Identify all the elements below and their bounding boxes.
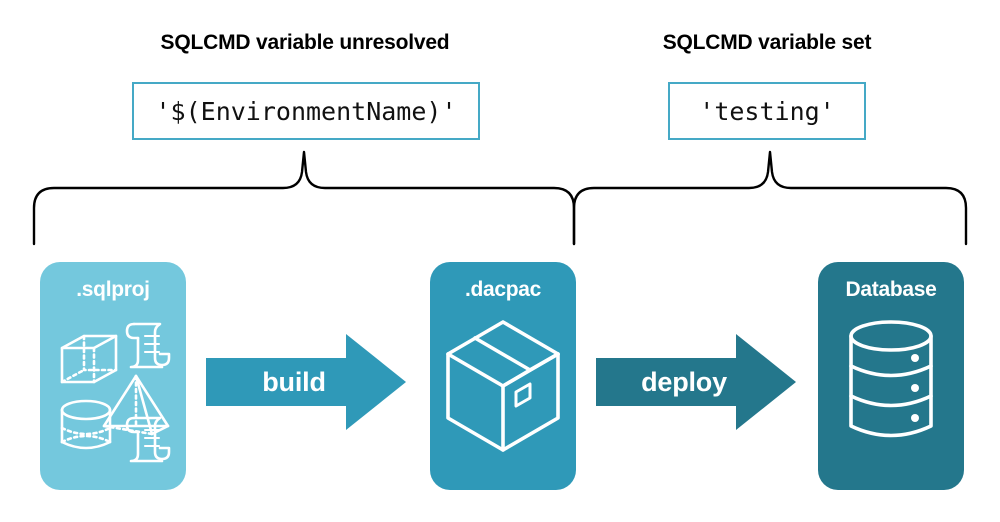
section-heading-unresolved: SQLCMD variable unresolved xyxy=(160,31,450,54)
database-cylinder-icon xyxy=(849,320,933,438)
section-heading-set: SQLCMD variable set xyxy=(662,31,872,54)
code-value-box-set: 'testing' xyxy=(668,82,866,140)
arrow-deploy: deploy xyxy=(596,334,796,430)
card-title-dacpac: .dacpac xyxy=(464,278,542,301)
card-art-dacpac xyxy=(430,314,576,464)
pyramid-wireframe-icon xyxy=(102,374,170,436)
package-box-icon xyxy=(446,320,560,452)
project-shapes-icon xyxy=(60,322,171,463)
curly-brace-left-icon xyxy=(32,150,576,246)
card-art-database xyxy=(818,314,964,454)
scroll-icon xyxy=(125,416,171,463)
card-title-database: Database xyxy=(845,278,937,301)
card-database[interactable]: Database xyxy=(818,262,964,490)
code-value-text-unresolved: '$(EnvironmentName)' xyxy=(155,96,457,126)
arrow-build: build xyxy=(206,334,406,430)
code-value-box-unresolved: '$(EnvironmentName)' xyxy=(132,82,480,140)
cube-wireframe-icon xyxy=(60,334,118,384)
card-art-sqlproj xyxy=(40,314,186,474)
curly-brace-right-icon xyxy=(572,150,968,246)
card-dacpac[interactable]: .dacpac xyxy=(430,262,576,490)
cylinder-wireframe-icon xyxy=(60,399,112,450)
card-title-sqlproj: .sqlproj xyxy=(76,278,150,301)
card-sqlproj[interactable]: .sqlproj xyxy=(40,262,186,490)
scroll-icon xyxy=(125,322,171,369)
arrow-right-icon xyxy=(206,334,406,430)
arrow-right-icon xyxy=(596,334,796,430)
code-value-text-set: 'testing' xyxy=(699,96,835,126)
